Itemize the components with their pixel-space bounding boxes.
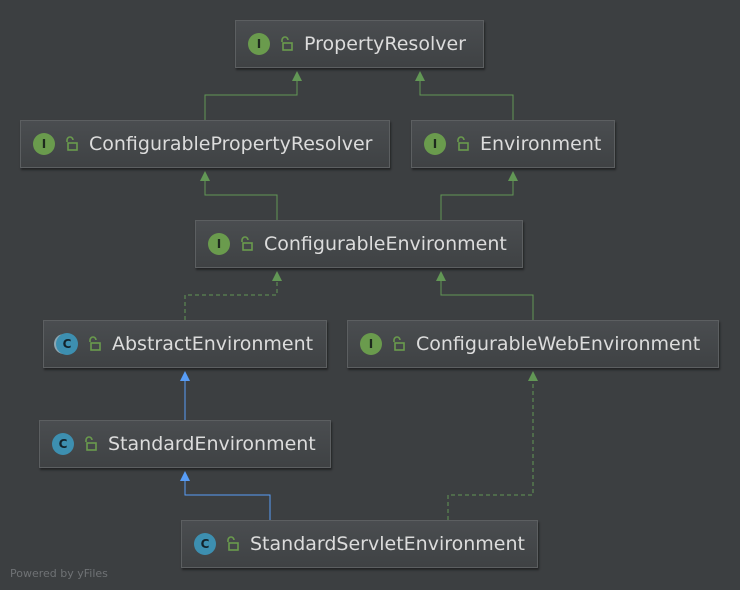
- node-label: ConfigurableEnvironment: [264, 233, 507, 255]
- edge-environment-to-propertyresolver: [415, 71, 514, 120]
- edge-standardservletenvironment-to-standardenvironment: [180, 471, 271, 520]
- edge-standardenvironment-to-abstractenvironment: [180, 371, 190, 420]
- unlock-icon: [241, 236, 253, 251]
- class-icon: C: [194, 533, 216, 555]
- edge-configurablepropertyresolver-to-propertyresolver: [204, 71, 302, 120]
- node-environment[interactable]: I Environment: [411, 120, 615, 168]
- powered-by-footer: Powered by yFiles: [10, 567, 108, 580]
- class-icon: C: [52, 433, 74, 455]
- unlock-icon: [89, 336, 101, 351]
- abstract-class-icon: C: [56, 333, 78, 355]
- node-label: PropertyResolver: [304, 33, 466, 55]
- node-label: Environment: [480, 133, 602, 155]
- interface-icon: I: [208, 233, 230, 255]
- node-property-resolver[interactable]: I PropertyResolver: [235, 20, 484, 68]
- node-label: StandardServletEnvironment: [250, 533, 525, 555]
- edge-configurableenvironment-to-environment: [440, 171, 518, 220]
- edge-configurableenvironment-to-configurablepropertyresolver: [200, 171, 278, 220]
- node-label: StandardEnvironment: [108, 433, 316, 455]
- unlock-icon: [66, 136, 78, 151]
- unlock-icon: [227, 536, 239, 551]
- unlock-icon: [393, 336, 405, 351]
- node-label: AbstractEnvironment: [112, 333, 314, 355]
- edge-standardservletenvironment-to-configurablewebenvironment: [447, 371, 538, 520]
- interface-icon: I: [424, 133, 446, 155]
- interface-icon: I: [360, 333, 382, 355]
- interface-icon: I: [33, 133, 55, 155]
- edge-abstractenvironment-to-configurableenvironment: [184, 271, 282, 320]
- edge-configurablewebenvironment-to-configurableenvironment: [436, 271, 534, 320]
- node-standard-servlet-environment[interactable]: C StandardServletEnvironment: [181, 520, 538, 568]
- node-configurable-environment[interactable]: I ConfigurableEnvironment: [195, 220, 523, 268]
- node-label: ConfigurablePropertyResolver: [89, 133, 373, 155]
- node-standard-environment[interactable]: C StandardEnvironment: [39, 420, 331, 468]
- unlock-icon: [281, 36, 293, 51]
- unlock-icon: [457, 136, 469, 151]
- node-abstract-environment[interactable]: C AbstractEnvironment: [43, 320, 327, 368]
- unlock-icon: [85, 436, 97, 451]
- node-label: ConfigurableWebEnvironment: [416, 333, 701, 355]
- interface-icon: I: [248, 33, 270, 55]
- node-configurable-property-resolver[interactable]: I ConfigurablePropertyResolver: [20, 120, 390, 168]
- node-configurable-web-environment[interactable]: I ConfigurableWebEnvironment: [347, 320, 719, 368]
